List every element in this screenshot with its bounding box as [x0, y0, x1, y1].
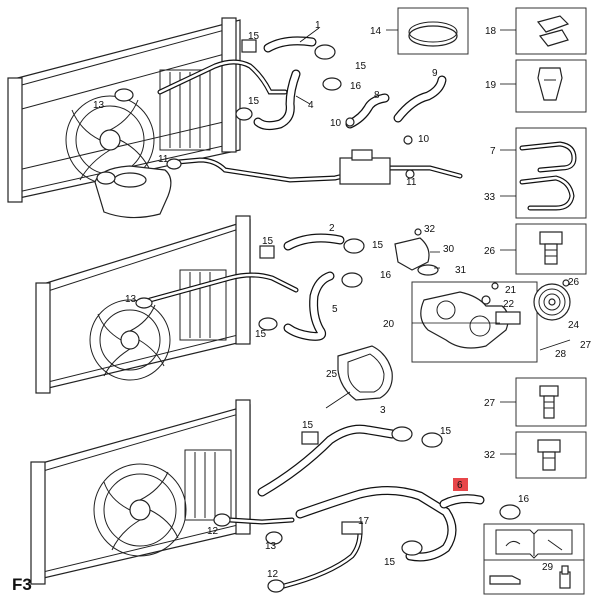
callout-15: 15	[355, 61, 367, 72]
callout-4: 4	[308, 100, 314, 111]
radiator-top	[7, 17, 241, 203]
pulley	[533, 279, 571, 321]
callout-12: 12	[267, 569, 279, 580]
callout-2: 2	[329, 223, 335, 234]
box-27	[515, 377, 587, 427]
callout-33: 33	[484, 192, 496, 203]
callout-15: 15	[248, 31, 260, 42]
callout-10: 10	[418, 134, 430, 145]
radiator-bottom	[30, 399, 251, 585]
callout-13: 13	[265, 541, 277, 552]
callout-19: 19	[485, 80, 497, 91]
callout-14: 14	[370, 26, 382, 37]
callout-3: 3	[380, 405, 386, 416]
callout-22: 22	[503, 299, 515, 310]
callout-5: 5	[332, 304, 338, 315]
callout-9: 9	[432, 68, 438, 79]
callout-31: 31	[455, 265, 467, 276]
callout-8: 8	[374, 90, 380, 101]
callout-1: 1	[315, 20, 321, 31]
water-pump-box	[411, 281, 538, 363]
callout-15: 15	[302, 420, 314, 431]
callout-16: 16	[350, 81, 362, 92]
callout-28: 28	[555, 349, 567, 360]
callout-24: 24	[568, 320, 580, 331]
clamps-section-3	[213, 426, 521, 593]
box-19	[515, 59, 587, 113]
callout-29: 29	[542, 562, 554, 573]
tool-box	[483, 559, 585, 595]
callout-11: 11	[406, 177, 417, 188]
callout-13: 13	[93, 100, 105, 111]
box-32	[515, 431, 587, 479]
callout-labels: 1 15 15 16 4 15 13 9 8 10 10 11 11 14 18…	[12, 20, 592, 594]
callout-15: 15	[372, 240, 384, 251]
callout-32: 32	[424, 224, 436, 235]
callout-17: 17	[358, 516, 370, 527]
callout-27: 27	[580, 340, 592, 351]
box-26	[515, 223, 587, 275]
highlight-box-6	[453, 478, 468, 491]
callout-16: 16	[380, 270, 392, 281]
callout-16: 16	[518, 494, 530, 505]
box-18	[515, 7, 587, 55]
callout-15: 15	[384, 557, 396, 568]
callout-12: 12	[207, 526, 219, 537]
expansion-tank	[94, 165, 172, 219]
callout-15: 15	[440, 426, 452, 437]
callout-27: 27	[484, 398, 496, 409]
callout-6: 6	[457, 480, 463, 491]
clamps-section-1	[114, 39, 415, 179]
callout-21: 21	[505, 285, 517, 296]
box-7-33	[515, 127, 587, 219]
callout-26: 26	[568, 277, 580, 288]
callout-32: 32	[484, 450, 496, 461]
callout-20: 20	[383, 319, 395, 330]
callout-18: 18	[485, 26, 497, 37]
callout-7: 7	[490, 146, 496, 157]
callout-25: 25	[326, 369, 338, 380]
callout-10: 10	[330, 118, 342, 129]
box-14	[397, 7, 469, 55]
callout-26: 26	[484, 246, 496, 257]
callout-30: 30	[443, 244, 455, 255]
callout-15: 15	[262, 236, 274, 247]
callout-15: 15	[255, 329, 267, 340]
callout-15: 15	[248, 96, 260, 107]
figure-code: F3	[12, 575, 32, 594]
callout-13: 13	[125, 294, 137, 305]
clamps-section-2	[135, 238, 365, 331]
service-manual-box	[483, 523, 585, 561]
hose-6	[295, 486, 485, 562]
leader-lines	[295, 27, 516, 455]
callout-11: 11	[158, 154, 169, 165]
